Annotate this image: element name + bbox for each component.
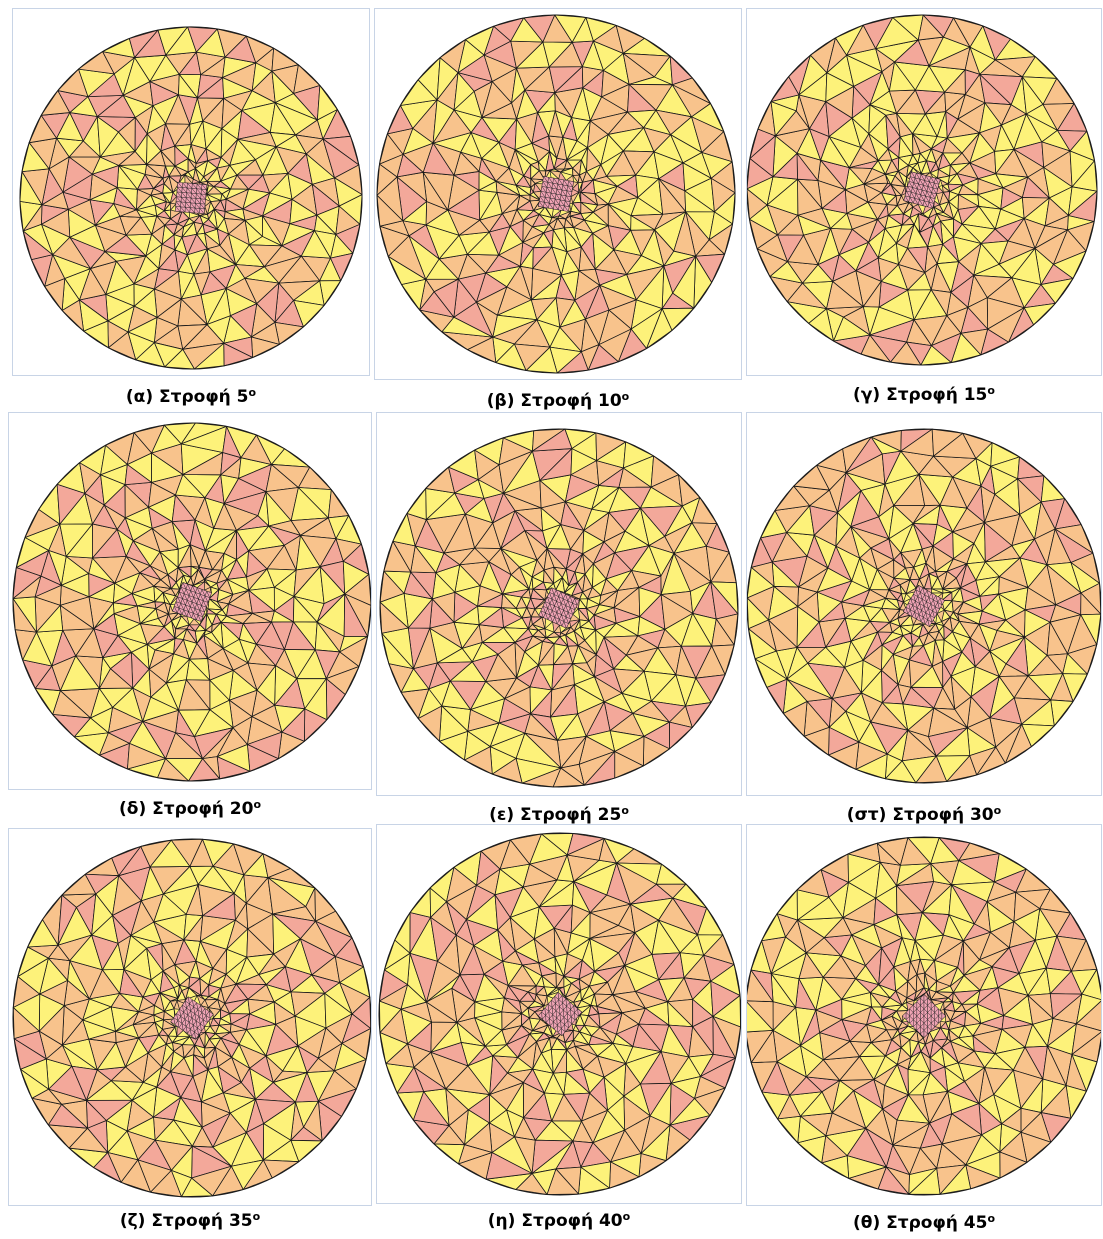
mesh-panel-i [746, 824, 1102, 1206]
panel-caption: (θ) Στροφή 45ο [853, 1212, 995, 1233]
mesh-diagram [19, 26, 363, 370]
panel-caption: (α) Στροφή 5ο [125, 386, 257, 407]
mesh-diagram [747, 836, 1101, 1196]
panel-caption: (ε) Στροφή 25ο [489, 804, 629, 825]
mesh-panel-e [376, 412, 742, 796]
mesh-panel-g [8, 828, 372, 1206]
panel-caption: (στ) Στροφή 30ο [846, 804, 1002, 825]
mesh-diagram [747, 14, 1098, 366]
panel-caption: (η) Στροφή 40ο [487, 1210, 631, 1231]
mesh-panel-h [376, 824, 742, 1204]
mesh-diagram [376, 14, 736, 374]
mesh-diagram [747, 428, 1101, 784]
mesh-panel-d [8, 412, 372, 790]
mesh-panel-a [12, 8, 370, 376]
mesh-panel-b [374, 8, 742, 380]
panel-caption: (δ) Στροφή 20ο [119, 798, 261, 819]
mesh-diagram [12, 422, 371, 782]
mesh-diagram [378, 832, 741, 1196]
mesh-diagram [379, 428, 739, 788]
panel-caption: (β) Στροφή 10ο [486, 390, 630, 411]
panel-caption: (γ) Στροφή 15ο [853, 384, 995, 405]
panel-caption: (ζ) Στροφή 35ο [119, 1210, 261, 1231]
mesh-diagram [12, 838, 371, 1198]
mesh-panel-c [746, 8, 1102, 376]
mesh-panel-f [746, 412, 1102, 796]
